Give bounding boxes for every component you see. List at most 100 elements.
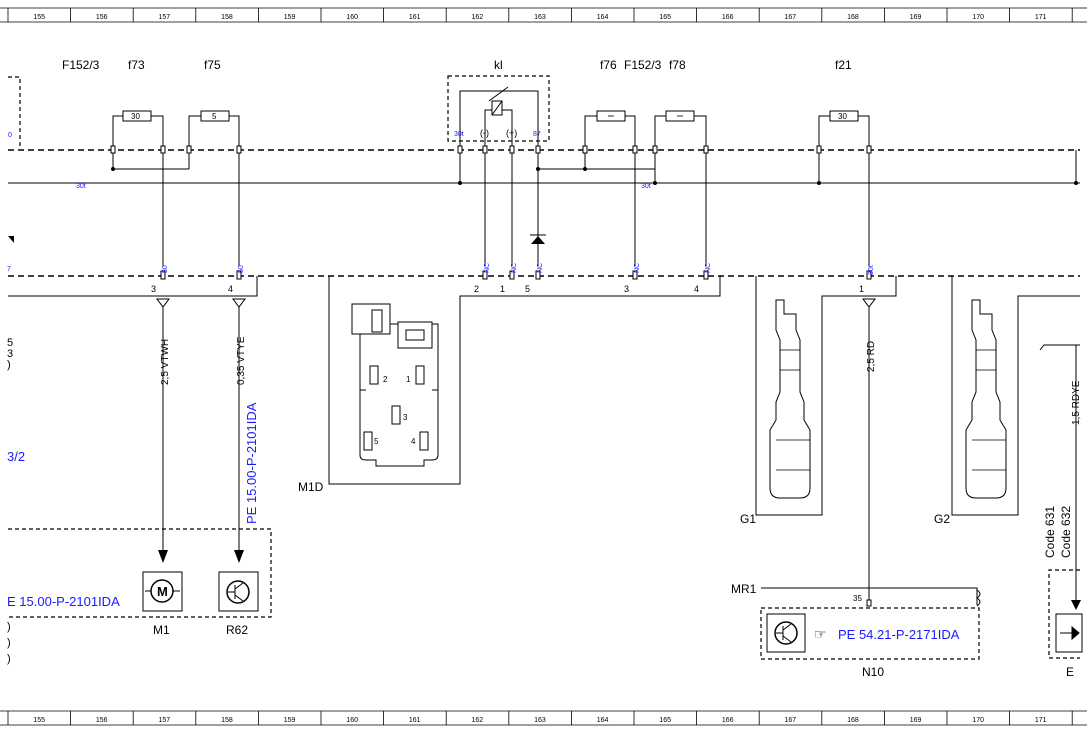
mr1-line [761,587,978,605]
ruler-column-label: 171 [1035,717,1047,724]
ruler-column-label: 167 [785,717,797,724]
pin-number-1b: 1 [859,284,864,294]
pin-label-nc-a: NC [484,263,491,273]
left-edge-bus-label: 0 [8,132,12,139]
ruler-column-label: 163 [534,717,546,724]
pin-label-50b: 50 [238,265,245,273]
component-label-m1d: M1D [298,480,324,494]
code-632-label: Code 632 [1059,506,1073,558]
m1d-pin-4: 4 [411,437,416,446]
relay-pin-30t: 30t [454,131,464,138]
ruler-column-label: 164 [597,717,609,724]
ruler-column-label: 155 [33,717,45,724]
pin-number-3b: 3 [624,284,629,294]
fuse-label-f21: f21 [835,58,852,72]
ruler-column-label: 162 [472,14,484,21]
sensor-icon [218,571,259,612]
arrow-down-icon-r62 [234,550,244,563]
fuse-f76 [584,110,636,152]
ruler-column-label: 168 [847,14,859,21]
ruler-column-label: 155 [33,14,45,21]
left-edge-arrow-icon [8,236,14,243]
left-fragment-3-2: 3/2 [7,449,25,464]
wire-label-vtye: 0,35 VTYE [236,336,247,385]
ruler-column-label: 161 [409,717,421,724]
ruler-column-label: 160 [346,717,358,724]
pin-number-3a: 3 [151,284,156,294]
m1d-pin-3: 3 [403,413,408,422]
pin-label-50a: 50 [162,265,169,273]
ruler-column-label: 170 [972,14,984,21]
n10-break-mark [976,589,981,607]
bus-label-30t-left: 30t [76,183,86,190]
ruler-column-label: 166 [722,717,734,724]
m1d-pin-2: 2 [383,375,388,384]
link-pe-15-horizontal[interactable]: E 15.00-P-2101IDA [7,594,120,609]
ruler-column-label: 170 [972,717,984,724]
pin-label-30t: 30t [868,265,875,275]
pin-number-4b: 4 [694,284,699,294]
relay-label-kl: kl [494,58,503,72]
fuse-f75: 5 [188,110,240,152]
ruler-column-label: 157 [159,717,171,724]
left-margin-fragment: 3 [7,348,13,360]
fuse-label-f152-3-right: F152/3 [624,58,662,72]
pin-number-1a: 1 [500,284,505,294]
fuse-label-f78: f78 [669,58,686,72]
ruler-column-label: 158 [221,717,233,724]
link-pe-15-vertical[interactable]: PE 15.00-P-2101IDA [244,402,259,524]
relay-pin-minus: (-) [480,128,489,138]
ruler-column-label: 165 [659,717,671,724]
connector-m1d-drawing: 2 1 3 5 4 [351,303,439,467]
pin-number-35: 35 [853,594,862,603]
left-margin-fragment: ) [7,359,11,371]
component-label-m1: M1 [153,623,170,637]
bus-label-30t-right: 30t [641,183,651,190]
svg-text:M: M [157,584,168,599]
arrow-down-icon-e [1071,600,1081,610]
vertical-wires [162,153,870,266]
fuse-label-f76: f76 [600,58,617,72]
ruler-column-label: 159 [284,717,296,724]
left-cut-box [8,76,21,148]
fuse-f21: 30 [818,110,870,152]
ruler-column-label: 167 [785,14,797,21]
ruler-column-label: 169 [910,717,922,724]
pin-label-nc-b: NC [511,263,518,273]
component-label-g2: G2 [934,512,950,526]
relay-kl: 30t (-) (+) 87 [447,75,550,152]
component-label-n10: N10 [862,665,884,679]
pin-label-nc-d: NC [634,263,641,273]
n10-terminal [866,599,872,607]
fuse-f78 [654,110,707,152]
fuse-f21-value: 30 [838,112,847,121]
n10-box [760,607,980,660]
relay-pin-plus: (+) [506,128,517,138]
e-cut-box [1048,569,1080,659]
link-pe-54[interactable]: PE 54.21-P-2171IDA [838,627,960,642]
fuse-f73-value: 30 [131,112,140,121]
ruler-column-label: 171 [1035,14,1047,21]
terminal-g2-drawing [965,299,1007,499]
arrow-down-icon-m1 [158,550,168,563]
relay-pin-87: 87 [533,131,541,138]
ruler-column-label: 156 [96,717,108,724]
left-margin-fragment: ) [7,621,11,633]
code-631-label: Code 631 [1043,506,1057,558]
ruler-column-label: 163 [534,14,546,21]
motor-icon: M [142,571,183,612]
ruler-column-label: 160 [346,14,358,21]
sensor-icon-n10 [766,613,806,653]
ruler-column-label: 165 [659,14,671,21]
ruler-column-label: 158 [221,14,233,21]
ruler-column-label: 156 [96,14,108,21]
pin-number-2: 2 [474,284,479,294]
pointing-hand-icon: ☞ [814,626,827,642]
left-margin-fragments: 53)))) [7,337,13,665]
ruler-column-label: 161 [409,14,421,21]
left-margin-fragment: ) [7,653,11,665]
terminal-g1-drawing [769,299,811,499]
